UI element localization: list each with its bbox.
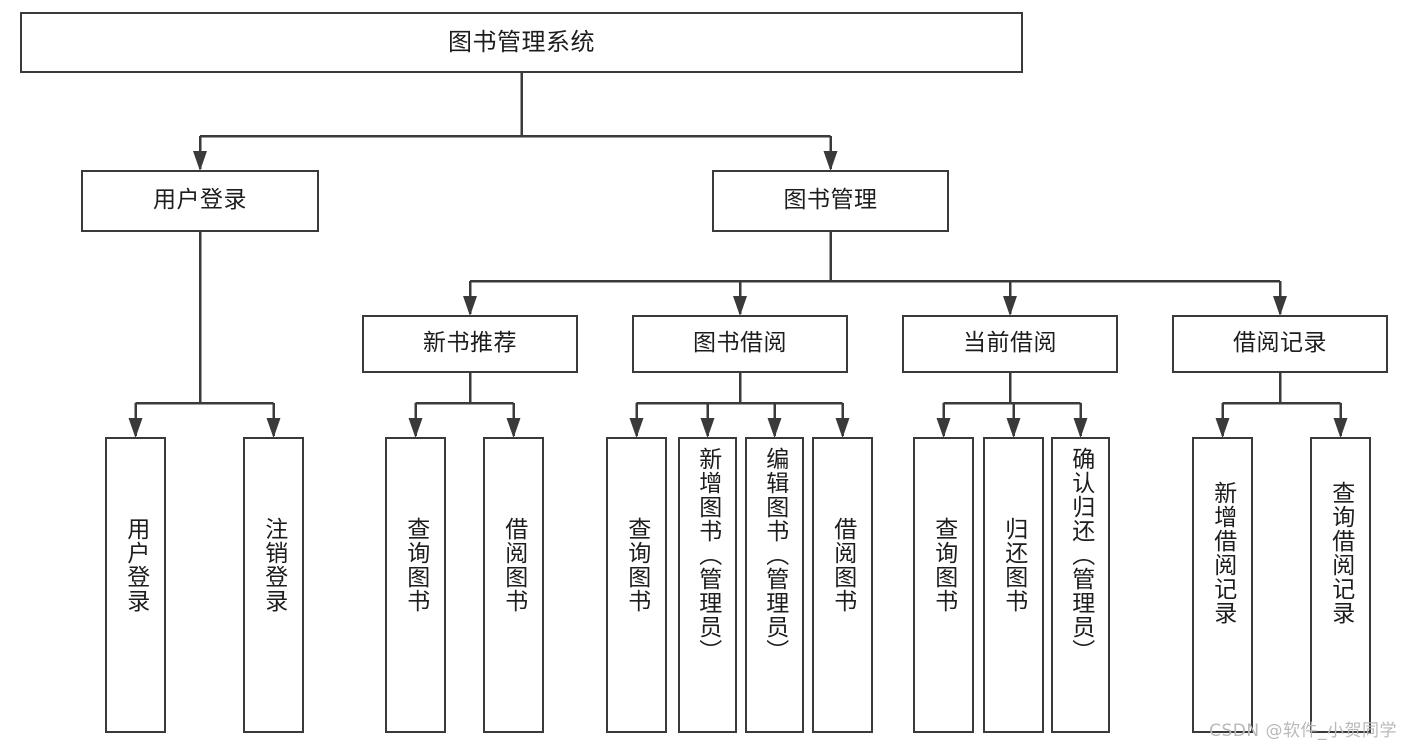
- node-l4[interactable]: 借阅图书: [483, 437, 544, 733]
- node-label: 图书管理: [783, 187, 878, 214]
- node-records[interactable]: 借阅记录: [1172, 315, 1388, 373]
- node-label: 图书管理系统: [448, 28, 595, 57]
- node-root[interactable]: 图书管理系统: [20, 12, 1023, 73]
- node-borrow[interactable]: 图书借阅: [632, 315, 848, 373]
- node-label: 当前借阅: [963, 330, 1057, 357]
- node-label: 借阅图书: [829, 517, 856, 613]
- node-current[interactable]: 当前借阅: [902, 315, 1118, 373]
- node-label: 查询图书: [623, 517, 650, 613]
- node-l10[interactable]: 归还图书: [983, 437, 1044, 733]
- node-label: 用户登录: [153, 187, 247, 214]
- node-label: 查询借阅记录: [1327, 481, 1354, 625]
- node-label: 新书推荐: [423, 330, 517, 357]
- node-l1[interactable]: 用户登录: [105, 437, 166, 733]
- connector-arrowhead: [1073, 418, 1088, 438]
- connector-arrowhead: [629, 418, 644, 438]
- node-bookmgmt[interactable]: 图书管理: [712, 170, 949, 232]
- connector-arrowhead: [506, 418, 521, 438]
- connector-arrowhead: [1003, 296, 1017, 316]
- node-label: 图书借阅: [693, 330, 787, 357]
- node-newbook[interactable]: 新书推荐: [362, 315, 578, 373]
- connector-arrowhead: [823, 151, 838, 171]
- node-l12[interactable]: 新增借阅记录: [1192, 437, 1253, 733]
- connector-arrowhead: [700, 418, 715, 438]
- node-label: 用户登录: [122, 517, 149, 613]
- node-label: 借阅图书: [500, 517, 527, 613]
- node-label: 归还图书: [1000, 517, 1027, 613]
- node-l7[interactable]: 编辑图书（管理员）: [745, 437, 804, 733]
- node-l13[interactable]: 查询借阅记录: [1310, 437, 1371, 733]
- node-label: 新增图书（管理员）: [694, 447, 721, 663]
- connector-arrowhead: [193, 151, 207, 171]
- connector-arrowhead: [1006, 418, 1021, 438]
- node-l9[interactable]: 查询图书: [913, 437, 974, 733]
- connector-arrowhead: [1273, 296, 1287, 316]
- connector-arrowhead: [1215, 418, 1230, 438]
- node-label: 新增借阅记录: [1209, 481, 1236, 625]
- connector-arrowhead: [733, 296, 747, 316]
- node-l8[interactable]: 借阅图书: [812, 437, 873, 733]
- node-login[interactable]: 用户登录: [81, 170, 319, 232]
- node-l6[interactable]: 新增图书（管理员）: [678, 437, 737, 733]
- node-l2[interactable]: 注销登录: [243, 437, 304, 733]
- connector-arrowhead: [266, 418, 281, 438]
- node-l11[interactable]: 确认归还（管理员）: [1051, 437, 1110, 733]
- node-label: 查询图书: [930, 517, 957, 613]
- node-l3[interactable]: 查询图书: [385, 437, 446, 733]
- node-label: 借阅记录: [1233, 330, 1327, 357]
- connector-arrowhead: [936, 418, 951, 438]
- node-l5[interactable]: 查询图书: [606, 437, 667, 733]
- connector-arrowhead: [1333, 418, 1348, 438]
- node-label: 注销登录: [260, 517, 287, 613]
- connector-arrowhead: [463, 296, 477, 316]
- node-label: 编辑图书（管理员）: [761, 447, 788, 663]
- node-label: 查询图书: [402, 517, 429, 613]
- connector-arrowhead: [128, 418, 143, 438]
- csdn-watermark: CSDN @软件_小贺同学: [1209, 721, 1397, 741]
- connector-arrowhead: [835, 418, 850, 438]
- node-label: 确认归还（管理员）: [1067, 447, 1094, 663]
- connector-arrowhead: [408, 418, 423, 438]
- connector-arrowhead: [767, 418, 782, 438]
